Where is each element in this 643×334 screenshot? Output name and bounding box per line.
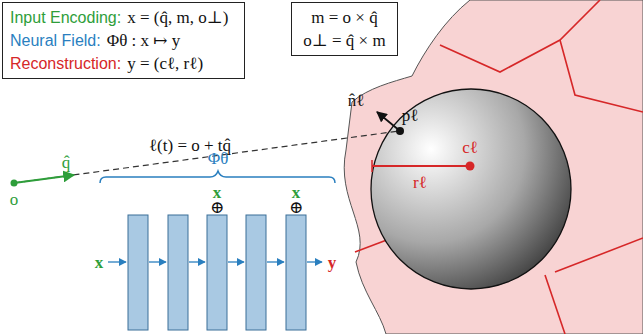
flow-arrow <box>307 261 322 262</box>
radius-line <box>372 165 470 167</box>
flow-arrow <box>228 261 244 262</box>
equation-box: m = o × q̂ o⊥ = q̂ × m <box>291 2 398 56</box>
surface-edges <box>355 0 643 334</box>
surface-edge <box>560 40 643 112</box>
center-label: cℓ <box>462 139 478 156</box>
output-label: y <box>328 254 337 271</box>
flow-arrow <box>267 261 284 262</box>
network-layers <box>128 215 306 330</box>
layer <box>168 215 188 330</box>
legend-heading: Neural Field: <box>10 32 101 49</box>
formula: x = (q̂, m, o⊥) <box>127 8 228 27</box>
layer <box>286 215 306 330</box>
layer <box>207 215 227 330</box>
flow-arrow <box>108 261 126 262</box>
network-label: Φθ <box>208 150 229 167</box>
layer-arrows <box>108 261 322 262</box>
legend-box: Input Encoding: x = (q̂, m, o⊥) Neural Fie… <box>2 2 245 79</box>
formula: m = o × q̂ <box>311 8 377 27</box>
surface-edge <box>545 275 565 334</box>
input-label: x <box>95 254 104 271</box>
formula: y = (cℓ, rℓ) <box>127 54 203 73</box>
legend-heading: Reconstruction: <box>10 55 121 72</box>
point-label: pℓ <box>402 107 419 124</box>
origin-label: o <box>10 191 19 208</box>
surface-edge <box>440 0 600 72</box>
text-row: m = o × q̂ <box>299 6 390 29</box>
normal-label: n̂ℓ <box>348 92 365 109</box>
layer <box>246 215 266 330</box>
concat-symbol: ⊕ <box>289 199 303 216</box>
normal-arrow <box>377 112 400 131</box>
legend-heading: Input Encoding: <box>10 9 121 26</box>
concat-symbol: ⊕ <box>210 199 224 216</box>
formula: Φθ : x ↦ y <box>107 31 181 50</box>
ray-line <box>14 131 399 183</box>
center-point <box>466 162 475 171</box>
text-row: Reconstruction: y = (cℓ, rℓ) <box>10 52 237 75</box>
text-row: Input Encoding: x = (q̂, m, o⊥) <box>10 6 237 29</box>
flow-arrow <box>189 261 205 262</box>
surface-edge <box>555 238 643 272</box>
layer <box>128 215 148 330</box>
network-brace <box>100 171 335 183</box>
direction-label: q̂ <box>62 154 71 171</box>
sphere <box>371 89 571 289</box>
flow-arrow <box>149 261 166 262</box>
formula: o⊥ = q̂ × m <box>303 31 385 50</box>
text-row: Neural Field: Φθ : x ↦ y <box>10 29 237 52</box>
radius-tick <box>371 160 373 172</box>
text-row: o⊥ = q̂ × m <box>299 29 390 52</box>
radius-label: rℓ <box>413 174 427 191</box>
direction-arrow <box>14 175 74 183</box>
